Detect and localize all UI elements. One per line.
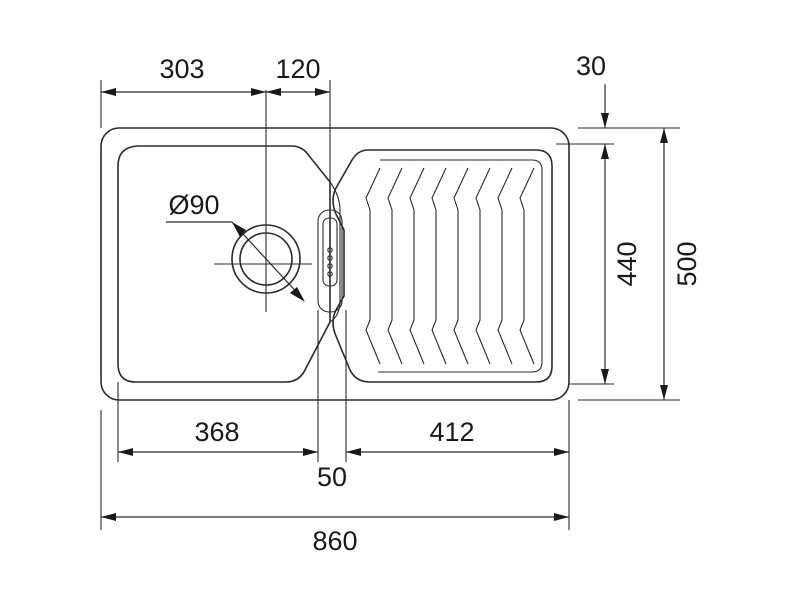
drainer-inner-border: [378, 159, 543, 373]
dim-label-diameter: Ø90: [168, 190, 219, 220]
diameter-arrow-end: [290, 287, 305, 302]
overflow-slot-inner: [322, 217, 338, 287]
dim-label-440: 440: [612, 241, 642, 286]
arrow-412-left: [346, 448, 361, 456]
overflow-holes: [327, 247, 333, 277]
dim-label-30: 30: [576, 51, 606, 81]
drainer-ribs: [365, 167, 535, 365]
arrow-860-right: [554, 513, 569, 521]
arrow-412-right: [554, 448, 569, 456]
dim-label-50: 50: [317, 462, 347, 492]
arrow-120-right: [315, 88, 330, 96]
arrow-303-left: [101, 88, 116, 96]
arrow-500-bottom: [660, 385, 668, 400]
diameter-dimension-line: [231, 221, 303, 299]
dim-label-500: 500: [672, 241, 702, 286]
dim-label-860: 860: [312, 526, 357, 556]
overflow-slot: [317, 209, 343, 313]
arrow-368-left: [118, 448, 133, 456]
drainer-outline: [332, 149, 553, 383]
diameter-arrow-start: [232, 222, 246, 237]
sink-outer-rim: [100, 127, 570, 401]
arrow-500-top: [660, 128, 668, 143]
arrow-368-right: [303, 448, 318, 456]
dim-label-412: 412: [429, 417, 474, 447]
dim-label-120: 120: [275, 54, 320, 84]
arrow-120-left: [266, 88, 281, 96]
arrow-860-left: [101, 513, 116, 521]
dim-label-303: 303: [159, 54, 204, 84]
arrow-440-bottom: [601, 369, 609, 384]
main-bowl: [117, 145, 331, 383]
arrow-30-down: [601, 113, 609, 128]
arrow-440-top: [601, 144, 609, 159]
arrow-303-right: [251, 88, 266, 96]
dim-label-368: 368: [194, 417, 239, 447]
